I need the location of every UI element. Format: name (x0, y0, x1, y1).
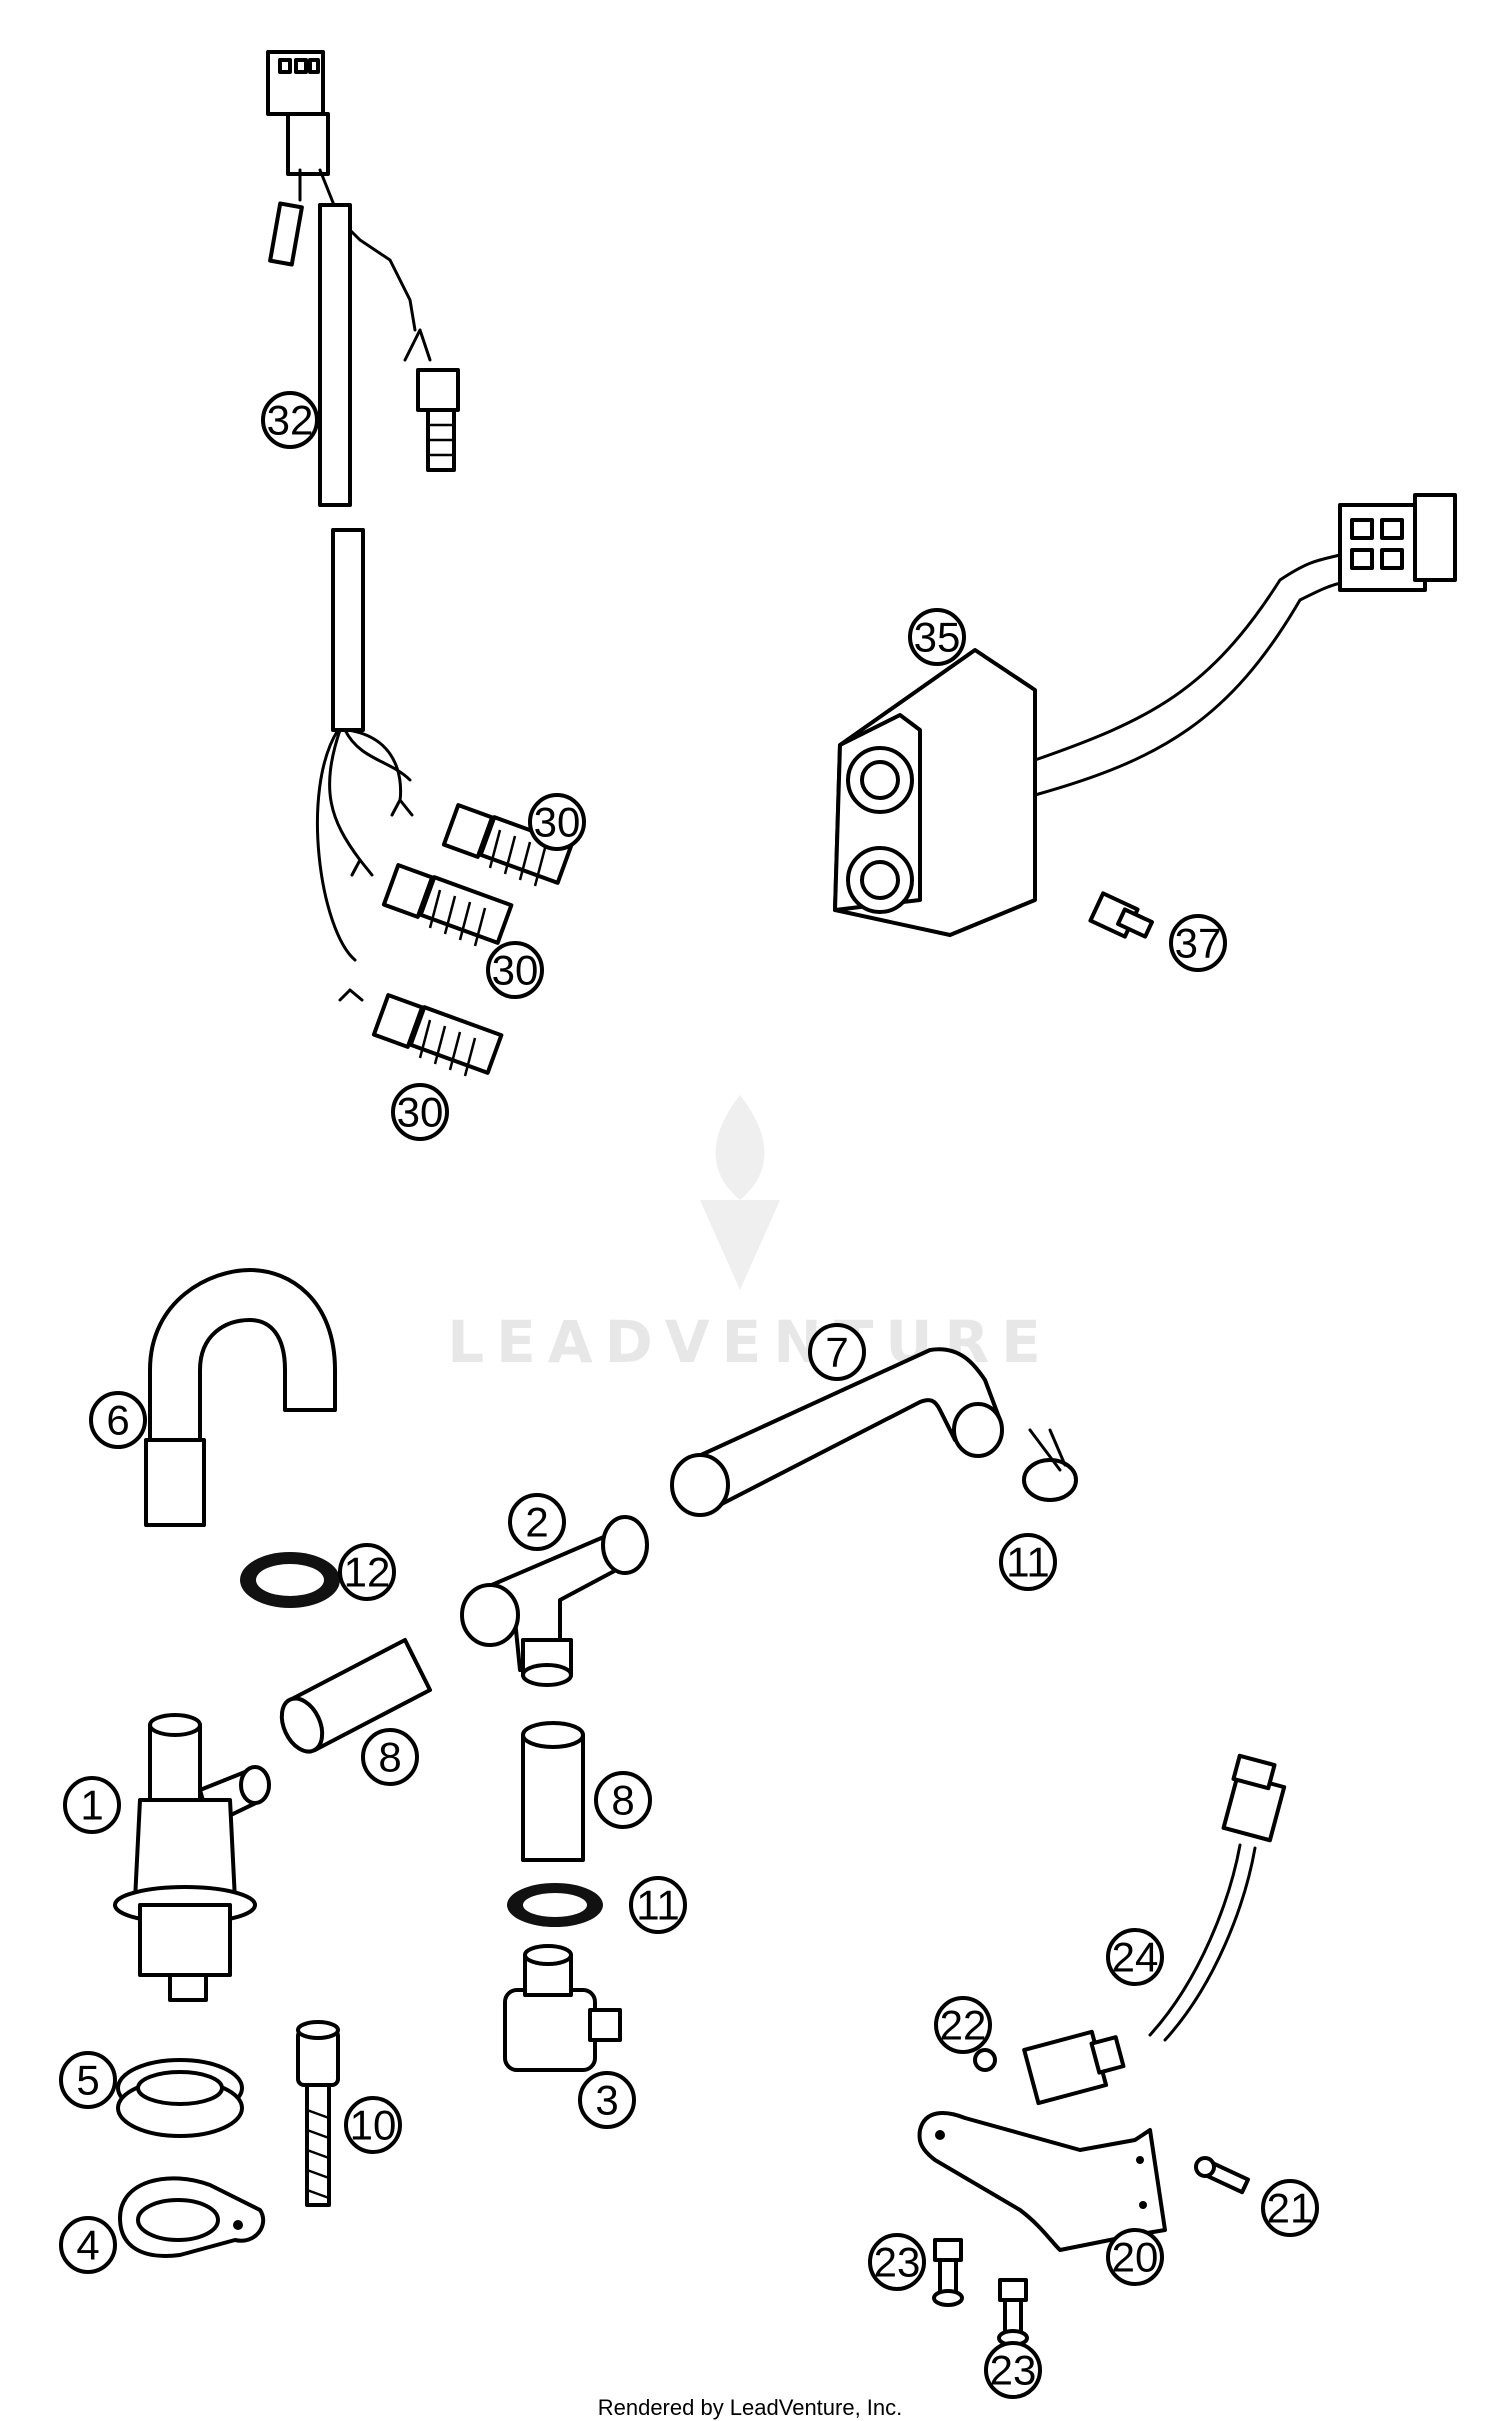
callout-7: 7 (808, 1323, 866, 1381)
svg-text:7: 7 (825, 1329, 848, 1376)
callout-8-b: 8 (594, 1771, 652, 1829)
svg-text:20: 20 (1112, 2234, 1159, 2281)
callout-32: 32 (261, 391, 319, 449)
callout-21: 21 (1261, 2179, 1319, 2237)
part-23-screw-a (932, 2238, 964, 2307)
svg-text:35: 35 (914, 614, 961, 661)
part-24-sensor (1022, 1753, 1287, 2106)
callout-20: 20 (1106, 2228, 1164, 2286)
part-32-wiring-harness (266, 50, 460, 1002)
callout-30-c: 30 (391, 1083, 449, 1141)
part-10-bolt (296, 2020, 340, 2207)
part-23-screw-b (997, 2278, 1029, 2347)
part-21-screw (1194, 2156, 1250, 2195)
part-11-clamp-b (507, 1883, 603, 1927)
part-12-clamp (240, 1552, 340, 1608)
part-11-clamp-a (1022, 1428, 1078, 1502)
callout-4: 4 (59, 2216, 117, 2274)
svg-text:23: 23 (990, 2347, 1037, 2394)
part-20-bracket (917, 2111, 1167, 2252)
svg-text:1: 1 (80, 1782, 103, 1829)
callout-37: 37 (1169, 914, 1227, 972)
callout-6: 6 (89, 1391, 147, 1449)
svg-text:5: 5 (76, 2057, 99, 2104)
callout-5: 5 (59, 2051, 117, 2109)
svg-text:37: 37 (1175, 920, 1222, 967)
svg-text:3: 3 (595, 2077, 618, 2124)
callout-24: 24 (1106, 1928, 1164, 1986)
svg-text:21: 21 (1267, 2185, 1314, 2232)
part-8-hose-b (521, 1721, 585, 1862)
svg-text:6: 6 (106, 1397, 129, 1444)
part-7-bent-hose (670, 1347, 1004, 1517)
svg-text:10: 10 (350, 2102, 397, 2149)
part-4-gasket (118, 2176, 266, 2258)
svg-text:32: 32 (267, 397, 314, 444)
part-5-ring (116, 2058, 244, 2138)
part-3-elbow (503, 1944, 622, 2072)
svg-text:2: 2 (525, 1499, 548, 1546)
part-30-switch-b (381, 863, 514, 947)
part-35-cdi-unit (833, 493, 1457, 937)
part-1-valve (113, 1713, 271, 2002)
svg-text:8: 8 (611, 1777, 634, 1824)
svg-text:11: 11 (636, 1882, 680, 1929)
svg-text:12: 12 (344, 1549, 391, 1596)
callout-35: 35 (908, 608, 966, 666)
svg-text:11: 11 (1006, 1539, 1050, 1586)
callout-23-a: 23 (868, 2233, 926, 2291)
part-37-screw (1088, 891, 1154, 939)
svg-text:23: 23 (874, 2239, 921, 2286)
callout-11-a: 11 (999, 1533, 1057, 1591)
svg-text:24: 24 (1112, 1934, 1159, 1981)
svg-text:30: 30 (397, 1089, 444, 1136)
callout-3: 3 (578, 2071, 636, 2129)
callout-22: 22 (934, 1996, 992, 2054)
callout-1: 1 (63, 1776, 121, 1834)
callout-10: 10 (344, 2096, 402, 2154)
part-8-hose-a (279, 1638, 432, 1754)
part-30-switch-c (371, 993, 504, 1077)
part-6-u-hose (144, 1268, 337, 1527)
svg-text:4: 4 (76, 2222, 99, 2269)
callout-30-a: 30 (528, 793, 586, 851)
part-22-nut (973, 2048, 997, 2072)
svg-text:22: 22 (940, 2002, 987, 2049)
svg-text:30: 30 (534, 799, 581, 846)
callout-8-a: 8 (361, 1728, 419, 1786)
svg-text:30: 30 (492, 947, 539, 994)
callout-30-b: 30 (486, 941, 544, 999)
callout-23-b: 23 (984, 2341, 1042, 2399)
callout-12: 12 (338, 1543, 396, 1601)
footer-credit: Rendered by LeadVenture, Inc. (597, 2395, 903, 2420)
part-2-t-fitting (460, 1515, 649, 1687)
callout-2: 2 (508, 1493, 566, 1551)
svg-text:8: 8 (378, 1734, 401, 1781)
callout-11-b: 11 (629, 1876, 687, 1934)
leadventure-watermark: LEADVENTURE (447, 1095, 1041, 1376)
